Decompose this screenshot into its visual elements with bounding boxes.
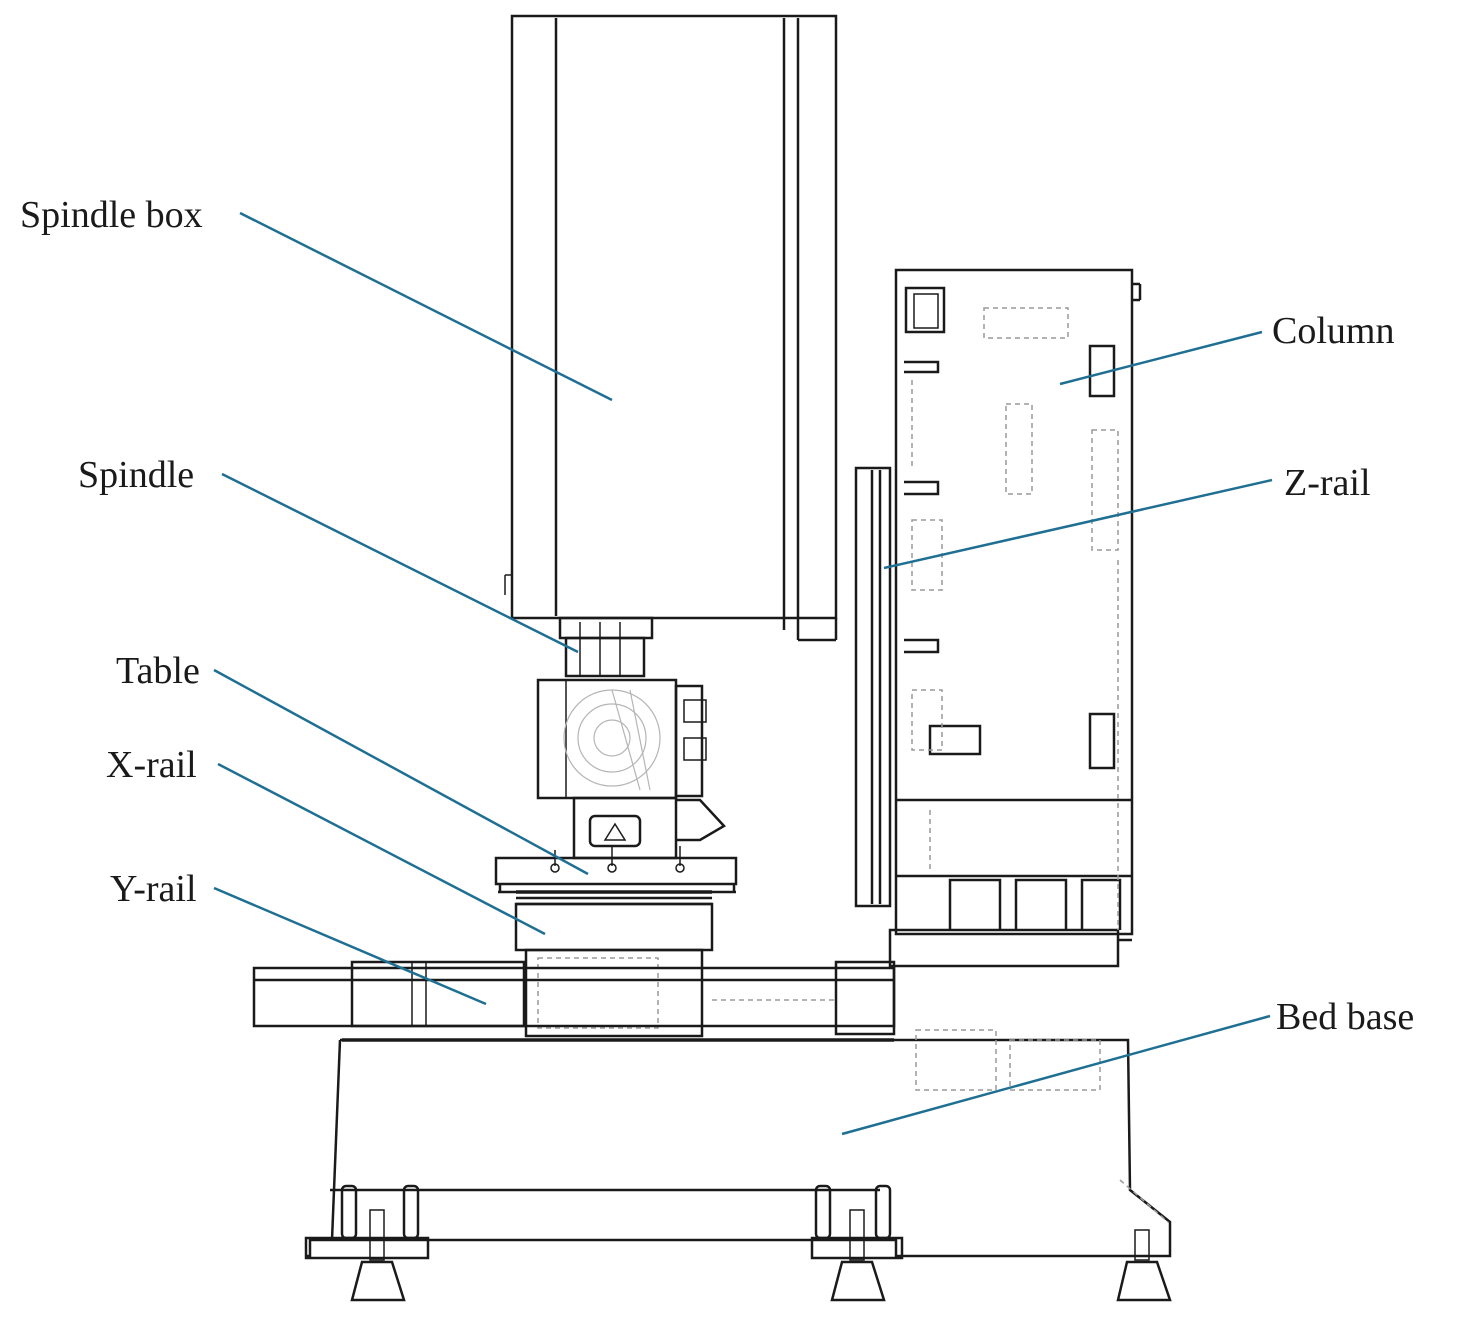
leveling-foot-right (1116, 1229, 1172, 1302)
label-y-rail: Y-rail (110, 868, 197, 910)
label-column: Column (1272, 310, 1395, 352)
label-z-rail: Z-rail (1284, 462, 1371, 504)
leader-bed-base (841, 1014, 1271, 1136)
spindle (558, 616, 654, 678)
leader-lines (213, 211, 1273, 1136)
leveling-foot-left (350, 1209, 406, 1302)
x-rail (514, 890, 714, 1038)
label-x-rail: X-rail (106, 744, 197, 786)
leader-z-rail (883, 478, 1273, 570)
leader-x-rail (217, 762, 546, 936)
leader-spindle-box (239, 211, 613, 402)
spindle-box (504, 14, 838, 642)
leader-spindle (221, 472, 579, 654)
label-spindle: Spindle (78, 454, 195, 496)
bed-base (304, 1029, 1172, 1302)
leader-column (1059, 330, 1263, 386)
leader-y-rail (213, 886, 487, 1006)
z-rail (854, 466, 892, 908)
leveling-foot-middle (830, 1209, 886, 1302)
leader-table (213, 668, 589, 876)
label-table: Table (116, 650, 200, 692)
label-bed-base: Bed base (1276, 996, 1415, 1038)
label-spindle-box: Spindle box (20, 194, 203, 236)
column (888, 268, 1142, 968)
table (494, 846, 738, 894)
y-rail (252, 960, 896, 1036)
spindle-head (536, 678, 726, 860)
